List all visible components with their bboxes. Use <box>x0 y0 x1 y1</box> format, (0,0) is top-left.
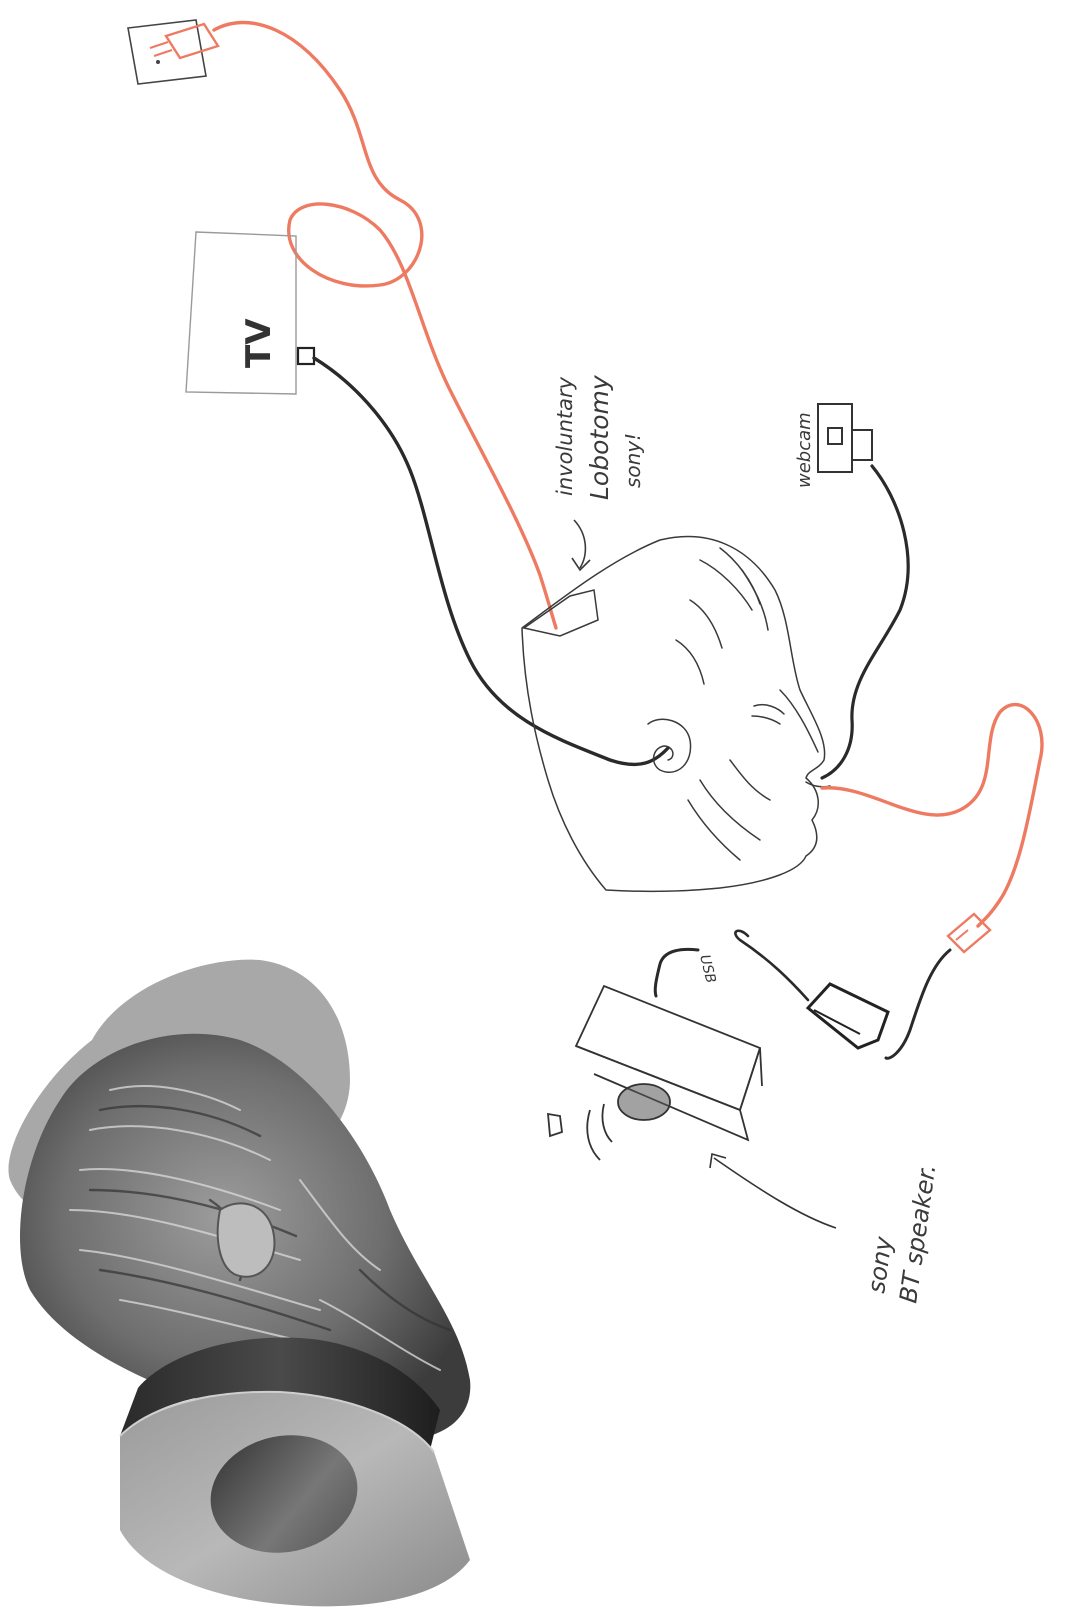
usb-cable-to-speaker <box>655 949 698 996</box>
usb-label: USB <box>696 953 718 985</box>
lobotomy-label-line3: sony! <box>621 433 645 488</box>
speaker-label-line1: sony <box>862 1234 898 1295</box>
webcam-label: webcam <box>794 412 815 488</box>
speaker-annotation: sony BT speaker. <box>710 1154 941 1305</box>
head-3d-render <box>8 960 470 1607</box>
power-bank-sketch <box>808 984 888 1048</box>
tv-label: TV <box>239 318 279 368</box>
lobotomy-annotation: involuntary Lobotomy sony! <box>553 374 645 570</box>
lobotomy-label-line2: Lobotomy <box>585 374 614 500</box>
lobotomy-arrow <box>572 520 590 570</box>
head-sketch <box>522 537 830 892</box>
webcam-sketch: webcam <box>794 404 872 488</box>
tv-sketch: TV <box>186 232 314 394</box>
lobotomy-label-line1: involuntary <box>553 376 577 496</box>
speaker-arrow <box>710 1154 836 1228</box>
render-ear <box>218 1203 275 1276</box>
webcam-cable <box>822 466 908 778</box>
tv-audio-cable <box>314 358 668 764</box>
usb-cable-upper <box>735 931 808 1000</box>
speaker-label-line2: BT speaker. <box>894 1162 941 1304</box>
usb-cable-lower <box>886 950 950 1058</box>
wall-socket-sketch <box>128 20 218 84</box>
mouth-power-cable <box>822 705 1042 926</box>
speaker-sketch <box>548 986 762 1160</box>
